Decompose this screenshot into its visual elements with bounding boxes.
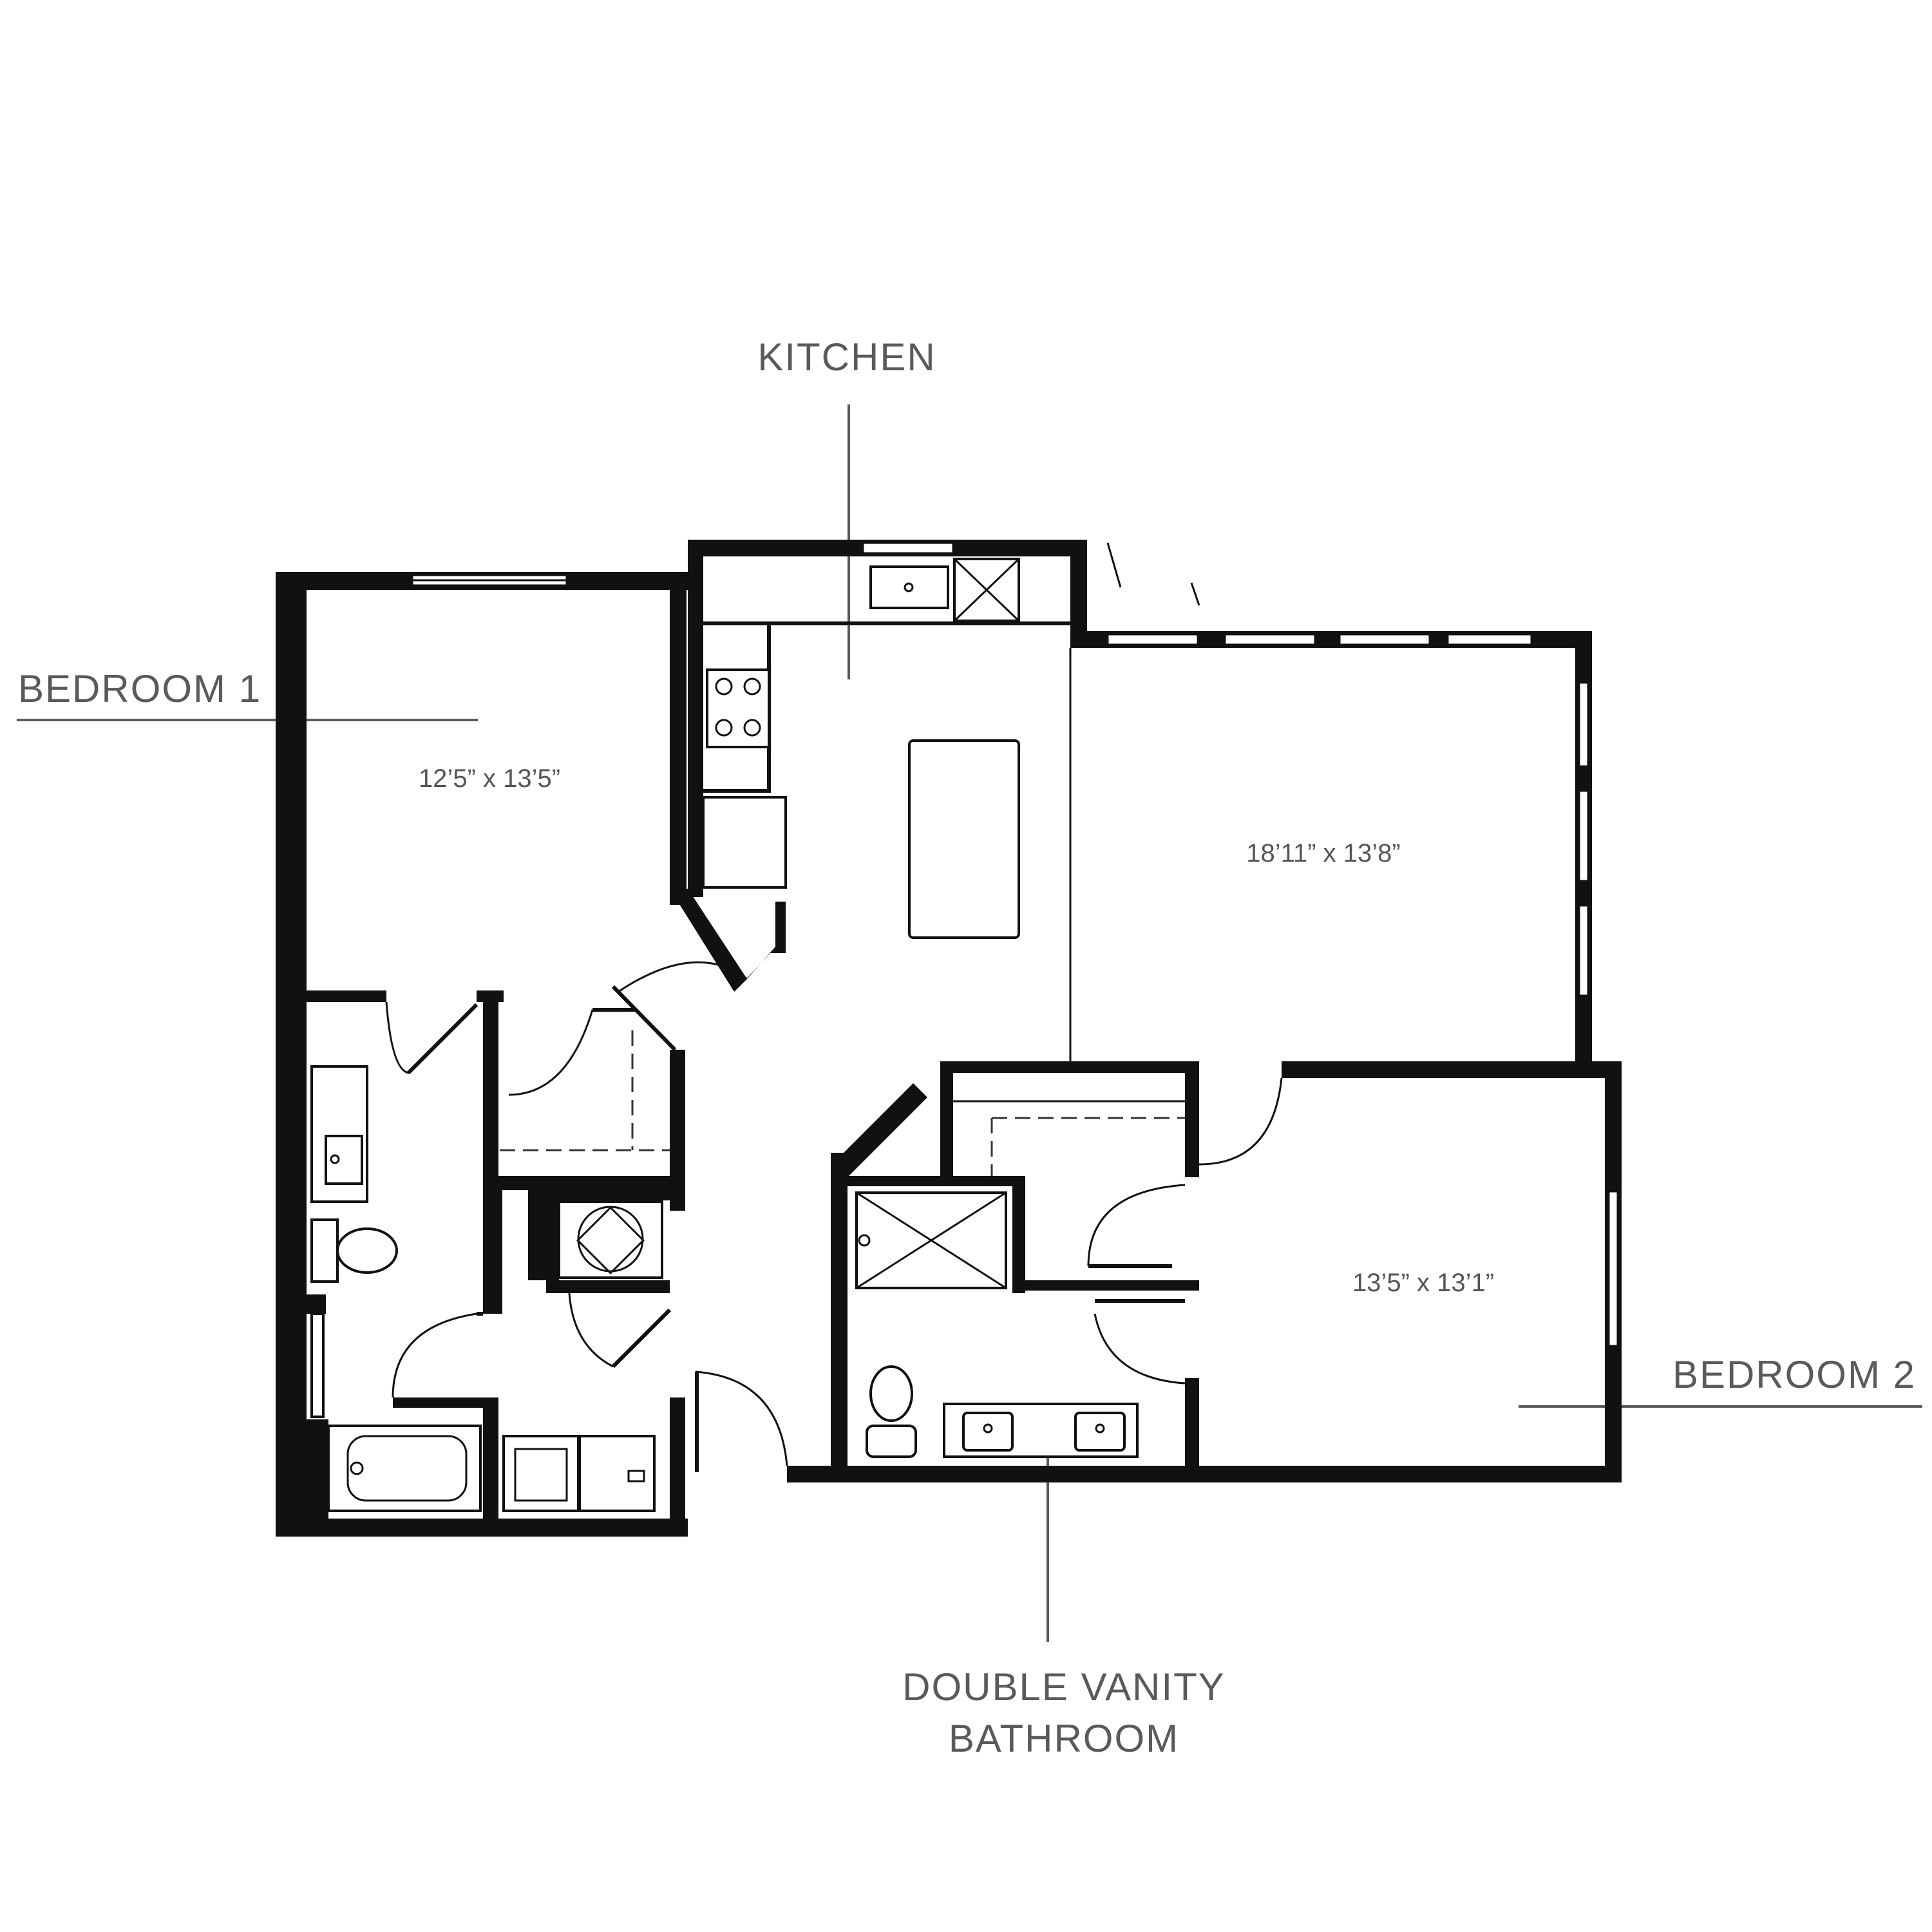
bathroom-label-line2: BATHROOM xyxy=(949,1717,1179,1760)
wall-b1-closet-v xyxy=(483,990,498,1184)
bath1-side-wall xyxy=(307,1419,328,1519)
wall-bath-left xyxy=(831,1153,848,1481)
door-b2-entry xyxy=(1087,1184,1186,1267)
bath1-toilet-tank xyxy=(310,1218,339,1283)
bedroom2-label: BEDROOM 2 xyxy=(1672,1353,1916,1396)
doors xyxy=(385,961,1283,1472)
door-b2-closet xyxy=(1198,1077,1283,1166)
windows xyxy=(411,542,1619,1347)
kitchen-label: KITCHEN xyxy=(757,336,936,379)
wall-kitchen-left xyxy=(688,540,703,897)
wall-b1-bath-top xyxy=(303,990,386,1002)
wall-bottom xyxy=(787,1466,1622,1482)
wall-b1-closet-top xyxy=(477,990,504,1002)
window-b2 xyxy=(1607,1190,1619,1347)
callouts: KITCHEN BEDROOM 1 BEDROOM 2 DOUBLE VANIT… xyxy=(17,336,1922,1760)
window-living-4 xyxy=(1446,633,1533,646)
wall-b1-bottom xyxy=(276,1519,688,1537)
window-living-right-2 xyxy=(1578,790,1589,882)
walls xyxy=(276,540,1622,1537)
wall-b1-bath-inner xyxy=(303,1294,326,1314)
wall-wd-left xyxy=(546,1190,559,1293)
wall-b1-bath-shelf xyxy=(393,1397,498,1408)
closet-shelves xyxy=(500,1030,1185,1176)
door-b1-closet xyxy=(508,1009,594,1096)
water-heater-box xyxy=(558,1200,663,1279)
range xyxy=(706,668,770,748)
wall-laundry-right xyxy=(670,1397,685,1526)
window-living-right-1 xyxy=(1578,681,1589,768)
laundry xyxy=(502,1200,663,1512)
wall-bath-top xyxy=(944,1061,1197,1073)
wall-b1-closet-bottom xyxy=(483,1176,670,1190)
bedroom1-label: BEDROOM 1 xyxy=(18,667,261,710)
wall-bath-mid xyxy=(940,1061,953,1177)
wall-bath-east-b xyxy=(1185,1378,1199,1481)
window-living-2 xyxy=(1224,633,1316,646)
wall-b1-right xyxy=(670,583,687,905)
door-bath xyxy=(1094,1313,1186,1385)
door-b1-entry xyxy=(618,961,748,993)
door-laundry xyxy=(695,1370,788,1466)
bath1-toilet-bowl xyxy=(336,1227,398,1274)
dryer xyxy=(578,1435,656,1512)
window-living-3 xyxy=(1338,633,1431,646)
bathroom-label-line1: DOUBLE VANITY xyxy=(902,1665,1226,1709)
wall-shower-right xyxy=(1012,1176,1025,1293)
wall-utility-2 xyxy=(528,1190,546,1280)
wall-b1-bath-divider xyxy=(483,1397,498,1526)
wall-kitchen-right-stub xyxy=(1070,540,1087,648)
wall-center-v xyxy=(670,1050,685,1211)
window-living-right-3 xyxy=(1578,904,1589,997)
door-b1-bath xyxy=(385,1001,478,1074)
bath1-fixtures xyxy=(307,1065,482,1519)
wall-shower-top xyxy=(844,1176,1025,1186)
kitchen-fixtures xyxy=(702,558,1072,1061)
bath2-toilet-tank xyxy=(866,1425,917,1458)
bath2-fixtures xyxy=(855,1191,1139,1458)
wall-bath-shelf xyxy=(1025,1280,1199,1291)
door-b1-bath-2 xyxy=(392,1312,477,1398)
bath2-toilet-bowl xyxy=(869,1365,913,1422)
wall-wd-top xyxy=(546,1190,670,1200)
refrigerator xyxy=(702,796,787,889)
wall-kitchen-angle xyxy=(670,889,747,992)
wall-wd-bottom xyxy=(546,1280,670,1293)
kitchen-island xyxy=(908,739,1020,939)
window-living-1 xyxy=(1106,633,1199,646)
living-dimension: 18’11” x 13’8” xyxy=(1246,839,1400,867)
wall-pantry-angle xyxy=(734,902,786,992)
kitchen-sink xyxy=(869,565,949,609)
bedroom2-dimension: 13’5” x 13’1” xyxy=(1352,1269,1494,1297)
bedroom1-dimension: 12’5” x 13’5” xyxy=(419,764,560,793)
wall-bath-angle xyxy=(831,1083,927,1180)
wall-b2-top xyxy=(1282,1061,1622,1078)
room-dimensions: 12’5” x 13’5” 18’11” x 13’8” 13’5” x 13’… xyxy=(419,764,1494,1297)
window-kitchen xyxy=(862,542,954,554)
wall-utility xyxy=(483,1190,502,1314)
door-center xyxy=(568,1293,614,1368)
wall-b1-left xyxy=(276,572,307,1537)
